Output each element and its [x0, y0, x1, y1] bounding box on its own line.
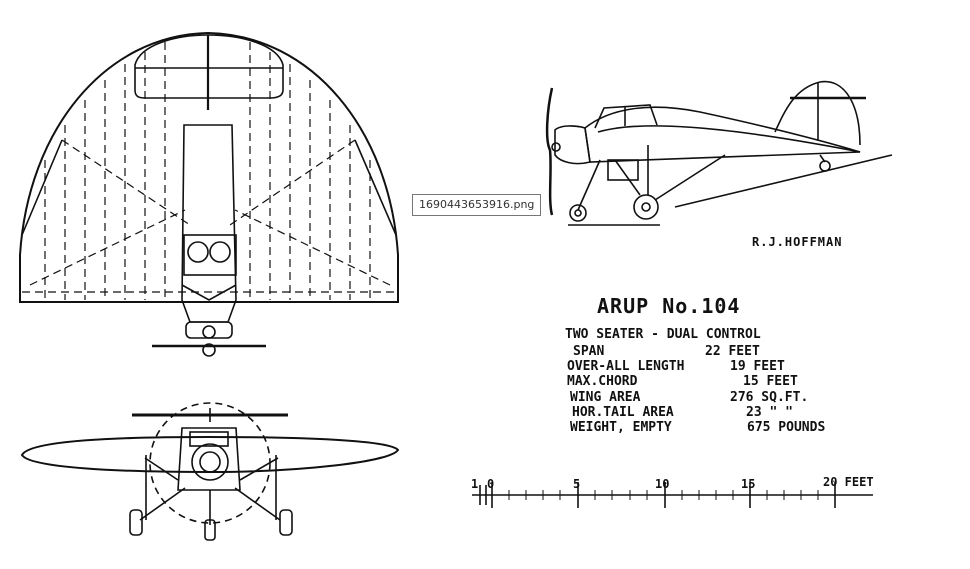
scale-bar: [472, 482, 873, 508]
spec-label: MAX.CHORD: [567, 374, 638, 389]
plan-view: [19, 31, 399, 357]
spec-value: 15 FEET: [743, 374, 798, 389]
scale-tick-label: 0: [487, 477, 494, 491]
spec-list: SPAN 22 FEET OVER-ALL LENGTH 19 FEET MAX…: [567, 344, 825, 435]
spec-value: 675 POUNDS: [747, 420, 825, 435]
spec-label: HOR.TAIL AREA: [572, 405, 674, 420]
scale-labels: 1 0 5 10 15 20 FEET: [471, 475, 874, 491]
spec-value: 19 FEET: [730, 359, 785, 374]
spec-value: 23 " ": [746, 405, 793, 420]
aircraft-subtitle: TWO SEATER - DUAL CONTROL: [565, 327, 761, 342]
scale-tick-label: 10: [655, 477, 669, 491]
spec-label: WEIGHT, EMPTY: [570, 420, 672, 435]
spec-label: SPAN: [573, 344, 604, 359]
aircraft-title: ARUP No.104: [597, 294, 740, 318]
author-credit: R.J.HOFFMAN: [752, 235, 842, 249]
scale-tick-label: 15: [741, 477, 755, 491]
scale-tick-label: 20 FEET: [823, 475, 874, 489]
spec-label: WING AREA: [570, 390, 641, 405]
spec-value: 22 FEET: [705, 344, 760, 359]
spec-value: 276 SQ.FT.: [730, 390, 808, 405]
image-filename-tooltip: 1690443653916.png: [412, 194, 542, 216]
spec-label: OVER-ALL LENGTH: [567, 359, 684, 374]
scale-tick-label: 1: [471, 477, 478, 491]
scale-tick-label: 5: [573, 477, 580, 491]
front-view: [20, 402, 400, 541]
side-view: [545, 80, 893, 226]
